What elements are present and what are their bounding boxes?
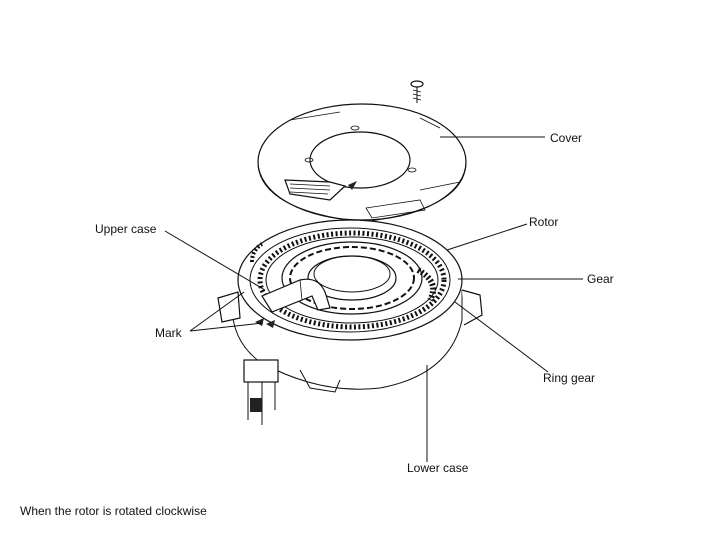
label-upper-case: Upper case <box>95 222 157 236</box>
label-gear: Gear <box>587 272 614 286</box>
figure-caption: When the rotor is rotated clockwise <box>20 504 207 518</box>
cover-part <box>257 103 467 223</box>
gear-part <box>416 267 436 302</box>
mark-symbols <box>255 318 275 328</box>
label-lower-case: Lower case <box>407 461 469 475</box>
lower-case-part <box>217 289 483 425</box>
label-cover: Cover <box>550 131 582 145</box>
flat-cable <box>261 278 331 313</box>
label-ring-gear: Ring gear <box>543 371 595 385</box>
leader-lines <box>164 136 583 462</box>
ring-gear-part <box>257 230 447 330</box>
screw <box>410 80 424 103</box>
label-mark: Mark <box>155 326 183 340</box>
rotor-part <box>281 241 423 315</box>
label-rotor: Rotor <box>529 215 558 229</box>
